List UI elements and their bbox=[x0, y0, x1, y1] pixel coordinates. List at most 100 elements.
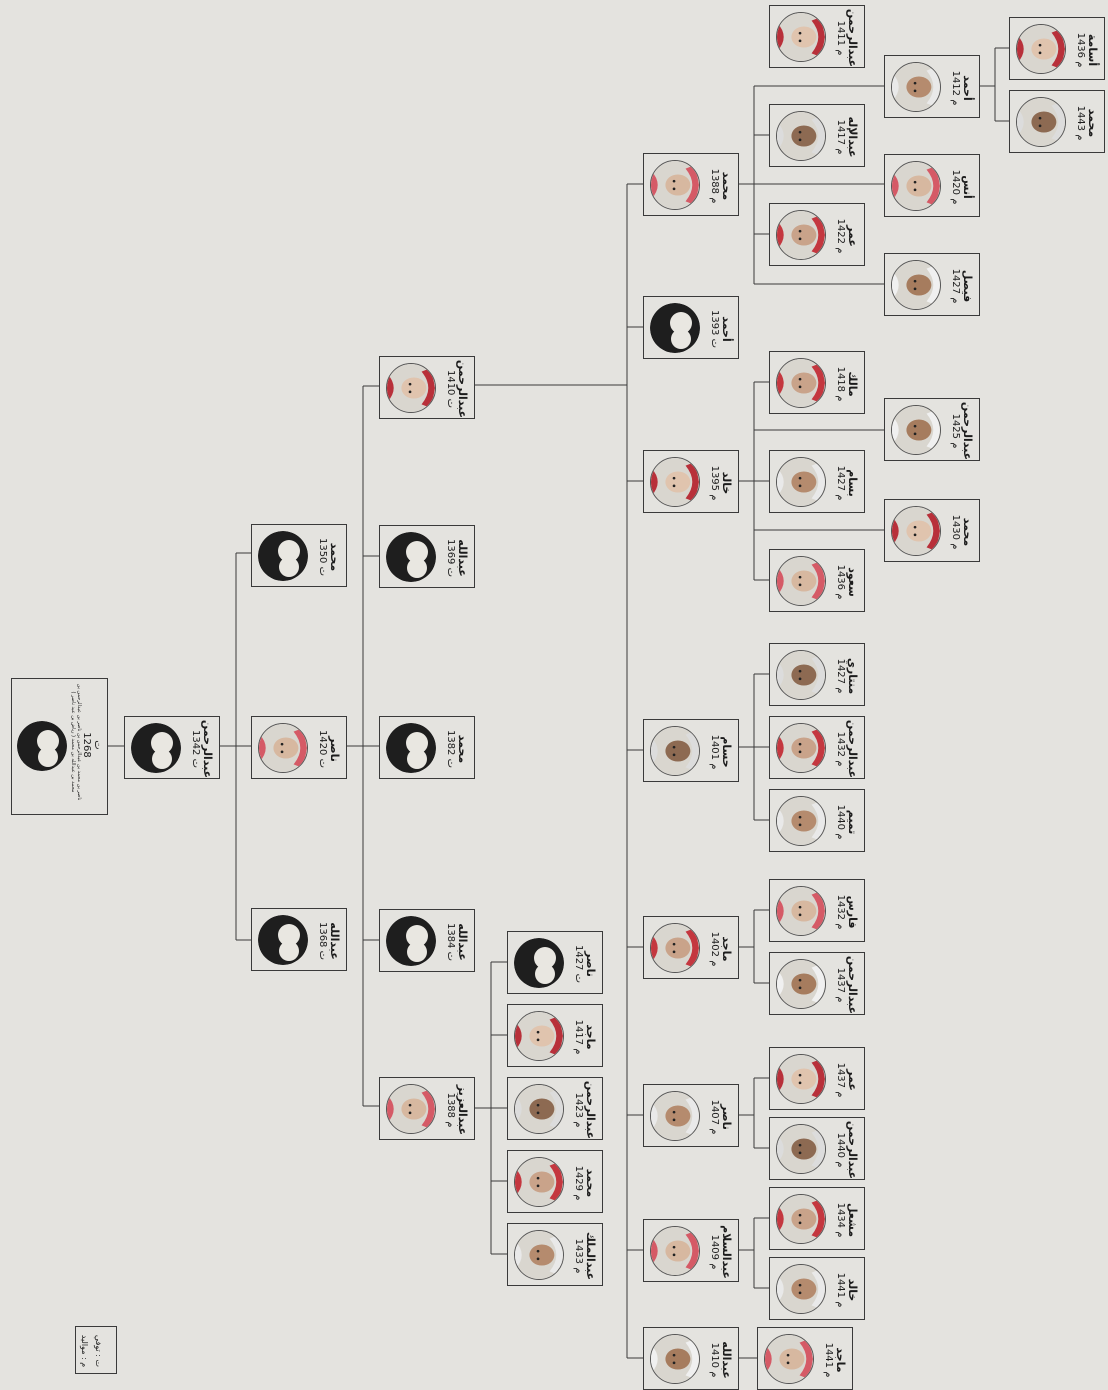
person-year: م 1410 bbox=[709, 1330, 720, 1390]
legend-death: ت : توفي bbox=[92, 1329, 104, 1373]
person-year: م 1427 bbox=[835, 453, 846, 513]
placeholder-avatar-icon bbox=[17, 721, 67, 771]
person-name: عمر bbox=[846, 206, 858, 266]
person-name: ماجد bbox=[720, 919, 732, 979]
person-year: م 1401 bbox=[709, 722, 720, 782]
person-name: عبدالرحمن bbox=[846, 1120, 858, 1180]
person-year: م 1423 bbox=[573, 1080, 584, 1140]
legend: ت : توفي م : مواليد bbox=[75, 1326, 117, 1374]
person-photo bbox=[1016, 24, 1066, 74]
person-name: خالد bbox=[720, 453, 732, 513]
person-year: ت 1420 bbox=[317, 719, 328, 779]
person-year: م 1441 bbox=[835, 1260, 846, 1320]
person-photo bbox=[891, 405, 941, 455]
person-name: تميم bbox=[846, 792, 858, 852]
person-name: محمد bbox=[456, 719, 468, 779]
person-name: سعود bbox=[846, 552, 858, 612]
person-year: ت 1350 bbox=[317, 527, 328, 587]
person-year: م 1430 bbox=[950, 502, 961, 562]
person-year: م 1412 bbox=[950, 58, 961, 118]
person-year: م 1429 bbox=[573, 1153, 584, 1213]
person-year: م 1440 bbox=[835, 1120, 846, 1180]
person-name: مالك bbox=[846, 354, 858, 414]
person-name: عبدالرحمن bbox=[846, 719, 858, 779]
person-year: م 1388 bbox=[709, 156, 720, 216]
person-year: م 1422 bbox=[835, 206, 846, 266]
person-year: ت 1342 bbox=[190, 719, 201, 779]
person-name: عبدالله bbox=[456, 912, 468, 972]
person-name: ماجد bbox=[834, 1330, 846, 1390]
placeholder-avatar-icon bbox=[650, 303, 700, 353]
person-photo bbox=[776, 1264, 826, 1314]
person-year: م 1441 bbox=[823, 1330, 834, 1390]
placeholder-avatar-icon bbox=[258, 531, 308, 581]
person-year: م 1417 bbox=[835, 107, 846, 167]
placeholder-avatar-icon bbox=[386, 532, 436, 582]
person-year: م 1402 bbox=[709, 919, 720, 979]
person-photo bbox=[386, 363, 436, 413]
person-photo bbox=[891, 260, 941, 310]
person-year: م 1425 bbox=[950, 401, 961, 461]
